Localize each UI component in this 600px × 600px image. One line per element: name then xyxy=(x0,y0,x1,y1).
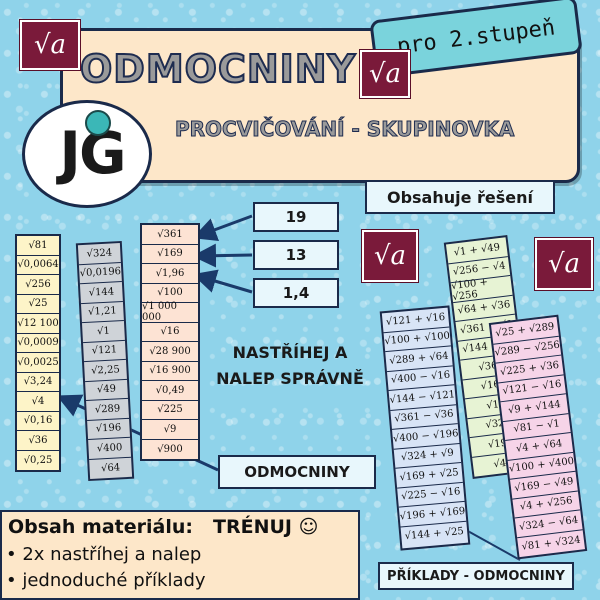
strip-cell: √1 000 000 xyxy=(142,301,198,323)
strip-cell: √196 xyxy=(87,418,131,440)
owl-icon xyxy=(85,110,111,136)
gray-strip: √324√0,0196√144√1,21√1√121√2,25√49√289√1… xyxy=(75,240,135,482)
list-item: • 2x nastříhej a nalep xyxy=(6,544,202,565)
yellow-strip: √81√0,0064√256√25√12 100√0,0009√0,0025√3… xyxy=(15,234,61,472)
strip-cell: √900 xyxy=(157,443,183,455)
strip-cell: √16 xyxy=(142,323,198,342)
answer-box: 1,4 xyxy=(253,278,339,308)
strip-cell: √0,0064 xyxy=(17,256,59,275)
strip-cell: √25 xyxy=(17,295,59,314)
strip-cell: √0,16 xyxy=(17,412,59,431)
strip-cell: √9 xyxy=(142,420,198,440)
roots-label: ODMOCNINY xyxy=(218,455,376,489)
strip-cell: √2,25 xyxy=(84,359,127,382)
list-item: • jednoduché příklady xyxy=(6,570,206,591)
arrow-icon xyxy=(192,269,253,294)
strip-cell: √64 xyxy=(100,462,121,475)
strip-cell: √361 xyxy=(142,225,198,245)
strip-cell: √400 xyxy=(88,437,132,460)
strip-cell: √28 900 xyxy=(142,342,198,362)
examples-label: PŘÍKLADY - ODMOCNINY xyxy=(378,562,574,590)
train-label: TRÉNUJ ☺ xyxy=(213,516,319,538)
strip-cell: √12 100 xyxy=(17,314,59,334)
cut-paste-label: NASTŘÍHEJ A NALEP SPRÁVNĚ xyxy=(216,343,364,388)
strip-cell: √16 900 xyxy=(142,362,198,381)
sqrt-tile-icon: √a xyxy=(359,49,411,99)
strip-cell: √4 xyxy=(17,392,59,412)
strip-cell: √36 xyxy=(17,431,59,451)
strip-cell: √0,25 xyxy=(23,454,53,466)
peach-strip: √361√169√1,96√100√1 000 000√16√28 900√16… xyxy=(140,223,200,461)
strip-cell: √49 xyxy=(85,379,129,402)
strip-cell: √289 xyxy=(86,398,130,421)
strip-cell: √256 xyxy=(17,275,59,295)
pink-strip: √25 + √289√289 − √256√225 + √36√121 − √1… xyxy=(488,314,588,560)
strip-cell: √144 xyxy=(79,282,123,304)
strip-cell: √1,21 xyxy=(80,301,124,324)
strip-cell: √81 xyxy=(17,236,59,256)
sqrt-tile-icon: √a xyxy=(361,229,419,283)
strip-cell: √3,24 xyxy=(17,373,59,392)
sqrt-tile-icon: √a xyxy=(534,237,594,291)
answer-box: 19 xyxy=(253,202,339,232)
strip-cell: √1 xyxy=(81,320,125,343)
strip-cell: √0,0025 xyxy=(17,353,59,373)
page-subtitle: PROCVIČOVÁNÍ - SKUPINOVKA xyxy=(174,117,515,142)
solutions-label: Obsahuje řešení xyxy=(365,180,555,214)
strip-cell: √121 xyxy=(83,340,126,363)
arrow-icon xyxy=(192,243,253,268)
strip-cell: √169 xyxy=(142,245,198,264)
strip-cell: √0,0009 xyxy=(17,334,59,353)
strip-cell: √225 xyxy=(142,401,198,420)
answer-box: 13 xyxy=(253,240,339,270)
page-title: ODMOCNINY xyxy=(79,46,357,92)
materials-panel xyxy=(0,510,360,600)
arrow-icon xyxy=(192,214,253,242)
strip-cell: √324 xyxy=(77,243,121,265)
sqrt-tile-icon: √a xyxy=(19,19,81,71)
strip-cell: √0,0196 xyxy=(78,262,122,285)
strip-cell: √1,96 xyxy=(142,264,198,284)
strip-cell: √0,49 xyxy=(142,381,198,401)
strip-cell: √100 xyxy=(142,284,198,303)
materials-heading: Obsah materiálu: xyxy=(8,516,193,538)
